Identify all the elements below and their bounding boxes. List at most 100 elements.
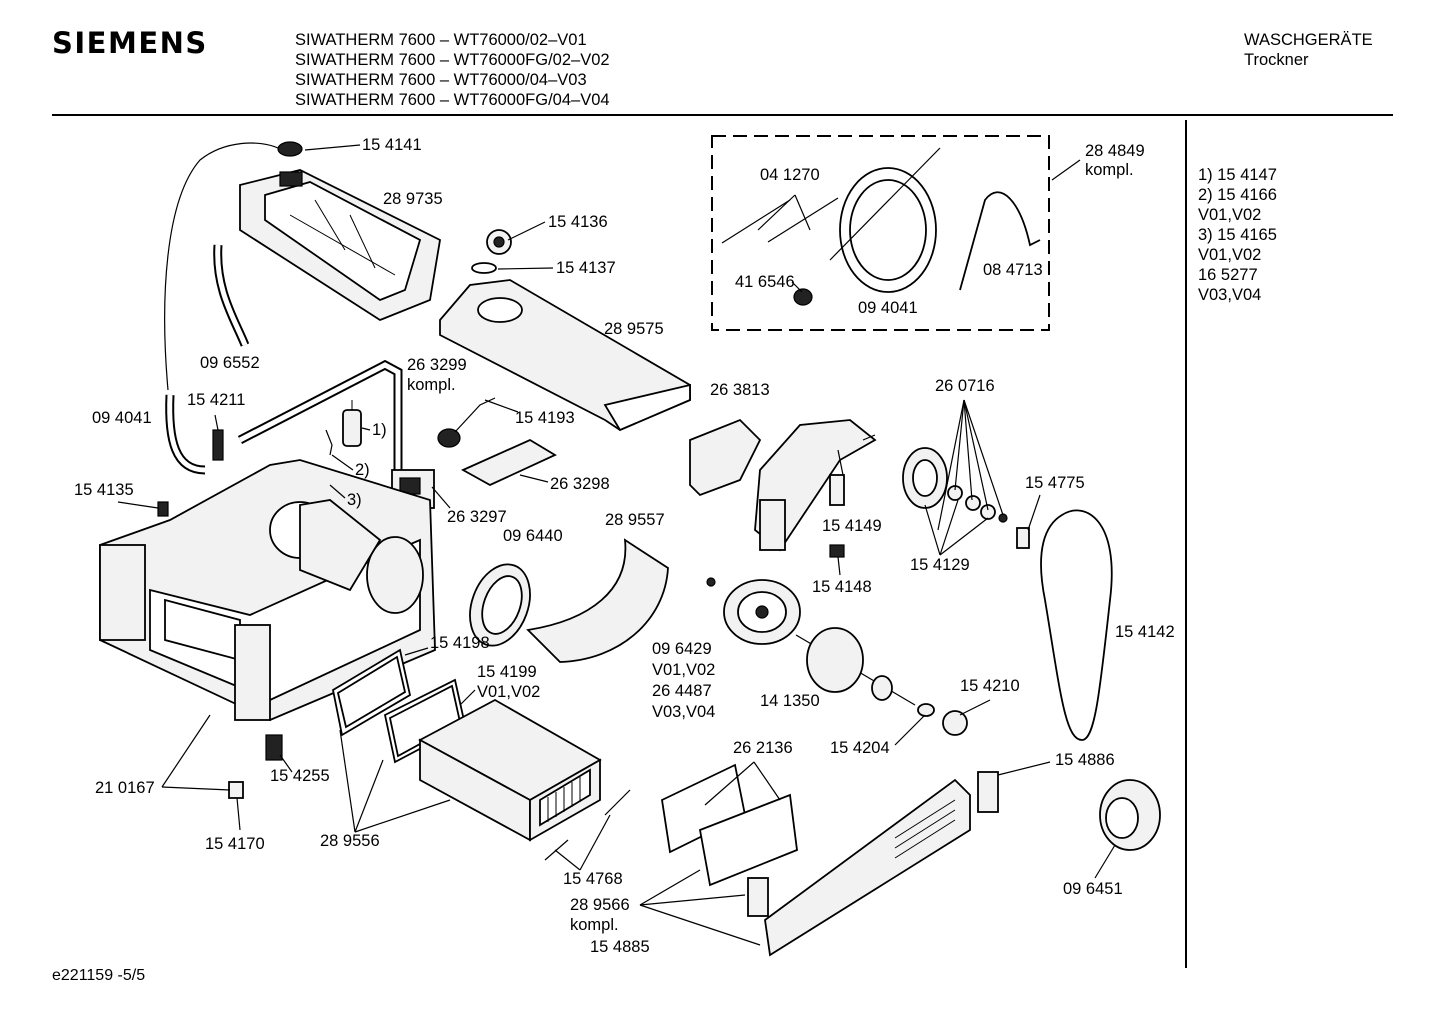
category-block: WASCHGERÄTE Trockner (1244, 30, 1373, 70)
leader-lines (117, 144, 1116, 946)
footnote-list: 1) 15 4147 2) 15 4166 V01,V02 3) 15 4165… (1198, 165, 1277, 305)
part-label: 15 4129 (910, 556, 970, 574)
part-label: 04 1270 (760, 166, 820, 184)
part-label: 15 4141 (362, 136, 422, 154)
bearing-part (965, 495, 981, 511)
nipple-part (793, 288, 813, 306)
condensate-tray-part (239, 169, 441, 322)
part-label: kompl. (407, 376, 456, 394)
footnote-line: 1) 15 4147 (1198, 166, 1277, 184)
variant-label: V03,V04 (652, 703, 716, 721)
part-label: 28 9557 (605, 511, 665, 529)
part-label: 15 4142 (1115, 623, 1175, 641)
part-label: 15 4255 (270, 767, 330, 785)
part-label: 09 6552 (200, 354, 260, 372)
hose-part (215, 244, 248, 346)
lever-part (437, 397, 496, 448)
footnote-marker: 3) (347, 491, 362, 509)
cable-tie-part (767, 197, 839, 243)
plate-part (460, 438, 557, 487)
part-label: 15 4204 (830, 739, 890, 757)
model-line: SIWATHERM 7600 – WT76000FG/04–V04 (295, 91, 610, 109)
filter-roll-part (1099, 779, 1161, 851)
part-label: 21 0167 (95, 779, 155, 797)
part-label: 15 4148 (812, 578, 872, 596)
part-label: kompl. (1085, 161, 1134, 179)
part-label: 26 0716 (935, 377, 995, 395)
part-label: 15 4170 (205, 835, 265, 853)
part-label: 15 4137 (556, 259, 616, 277)
part-label: 15 4149 (822, 517, 882, 535)
bracket-part (689, 418, 762, 497)
part-label: 15 4210 (960, 677, 1020, 695)
bearing-part (980, 504, 996, 520)
part-label: 09 4041 (858, 299, 918, 317)
variant-label: V01,V02 (477, 683, 541, 701)
part-label: 26 3298 (550, 475, 610, 493)
variant-label: V01,V02 (652, 661, 716, 679)
document-id: e221159 -5/5 (52, 967, 146, 984)
footnote-marker: 1) (372, 421, 387, 439)
part-label: 26 2136 (733, 739, 793, 757)
base-frame-part (99, 459, 436, 721)
model-line: SIWATHERM 7600 – WT76000/02–V01 (295, 31, 587, 49)
condenser-part (418, 698, 602, 842)
footnote-line: 2) 15 4166 (1198, 186, 1277, 204)
screw-part (604, 789, 631, 816)
plug-part (977, 771, 999, 813)
part-label: 28 9566 (570, 896, 630, 914)
part-label: 15 4775 (1025, 474, 1085, 492)
model-list: SIWATHERM 7600 – WT76000/02–V01 SIWATHER… (295, 30, 610, 110)
part-label: 09 6440 (503, 527, 563, 545)
drive-belt-part (1040, 509, 1113, 741)
door-frame-part (698, 793, 798, 887)
footnote-line: V01,V02 (1198, 246, 1262, 264)
clip-part (471, 262, 497, 274)
small-clip-part (157, 501, 169, 517)
kit-dashed-frame (711, 135, 1050, 331)
part-label: 09 6429 (652, 640, 712, 658)
part-label: 15 4211 (187, 391, 246, 409)
switch-part (265, 734, 283, 761)
foot-part (228, 781, 244, 799)
part-label: 26 4487 (652, 682, 712, 700)
footnote-marker: 2) (355, 461, 370, 479)
part-label: 08 4713 (983, 261, 1043, 279)
part-label: 41 6546 (735, 273, 795, 291)
part-label: 15 4886 (1055, 751, 1115, 769)
hanger-part (959, 191, 1041, 291)
brand-logo: SIEMENS (52, 26, 208, 60)
footnote-line: V03,V04 (1198, 286, 1262, 304)
seal-ring-part (469, 563, 531, 647)
part-label: 15 4193 (515, 409, 575, 427)
part-label: 09 6451 (1063, 880, 1123, 898)
model-line: SIWATHERM 7600 – WT76000/04–V03 (295, 71, 587, 89)
footnote-line: 16 5277 (1198, 266, 1258, 284)
pipe-part (238, 362, 401, 470)
motor-part (795, 627, 916, 706)
category-title: WASCHGERÄTE (1244, 31, 1373, 49)
model-line: SIWATHERM 7600 – WT76000FG/02–V02 (295, 51, 610, 69)
part-label: 26 3813 (710, 381, 770, 399)
seal-strip-part (526, 538, 669, 663)
sensor-cable-part (164, 141, 303, 391)
part-label: 28 4849 (1085, 142, 1145, 160)
hose-clip-part (212, 429, 224, 461)
part-label: 14 1350 (760, 692, 820, 710)
capacitor-part (342, 409, 362, 447)
part-label: 28 9735 (383, 190, 443, 208)
washer-part (917, 703, 935, 717)
header-rule (52, 114, 1393, 116)
part-label: 28 9556 (320, 832, 380, 850)
drain-hose-part (167, 394, 206, 473)
front-panel-part (764, 778, 971, 957)
part-label: 28 9575 (604, 320, 664, 338)
part-label: 15 4199 (477, 663, 537, 681)
spring-part (829, 474, 845, 506)
part-label: kompl. (570, 916, 619, 934)
screw-part (544, 839, 569, 861)
sidebar-rule (1185, 120, 1187, 968)
pin-part (1016, 527, 1030, 549)
part-label: 09 4041 (92, 409, 152, 427)
